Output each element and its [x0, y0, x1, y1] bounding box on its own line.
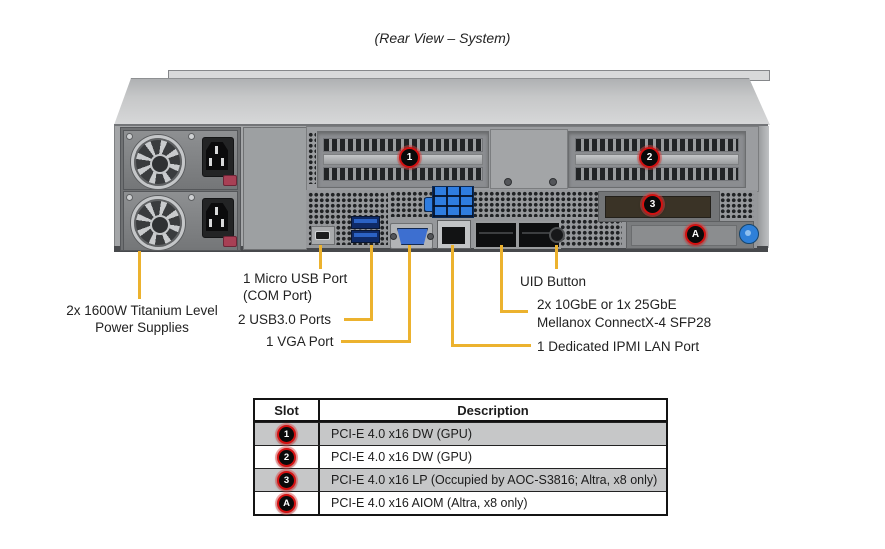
slot2-badge: 2: [277, 447, 296, 467]
screw: [549, 178, 557, 186]
psu-label: 2x 1600W Titanium Level Power Supplies: [52, 302, 232, 336]
slot-vent: [575, 167, 739, 181]
ac-pin: [215, 146, 218, 154]
ac-pin: [209, 219, 212, 227]
usb3-callout-line-h: [344, 318, 373, 321]
callout-slot1: 1: [399, 147, 420, 168]
slot1-badge: 1: [277, 424, 296, 444]
uid-callout-line: [555, 245, 558, 269]
vent-patch: [720, 192, 754, 218]
micro-usb-callout-line: [319, 245, 322, 269]
usb3-port-1: [351, 216, 380, 229]
ac-inlet-icon: [202, 198, 234, 238]
screw: [427, 233, 434, 240]
psu-callout-line: [138, 251, 141, 299]
psu-label-line2: Power Supplies: [95, 320, 189, 335]
usb3-label: 2 USB3.0 Ports: [238, 312, 332, 327]
uid-button: [549, 227, 565, 243]
screw: [188, 133, 195, 140]
psu-fan-hub: [150, 154, 170, 174]
power-supply-1: [123, 130, 238, 190]
vent-patch: [560, 219, 622, 246]
sfp28-port-1: [474, 221, 518, 249]
vga-connector: [397, 228, 428, 245]
screw: [126, 133, 133, 140]
sfp-callout-line-h: [500, 310, 528, 313]
page-title: (Rear View – System): [374, 30, 511, 46]
blue-heatsink-icon: [432, 186, 474, 218]
vga-label: 1 VGA Port: [266, 334, 334, 349]
psu-fan-icon: [131, 196, 185, 250]
psu-release-latch: [223, 236, 237, 247]
vga-callout-line-h: [341, 340, 411, 343]
sfp-label-line2: Mellanox ConnectX-4 SFP28: [537, 315, 712, 330]
slotA-badge: A: [277, 493, 296, 513]
callout-slotA: A: [685, 224, 706, 245]
slot1-description: PCI-E 4.0 x16 DW (GPU): [331, 427, 472, 441]
usb3-port-2: [351, 230, 380, 243]
ipmi-lan-port: [437, 220, 471, 249]
psu-fan-icon: [131, 135, 185, 189]
vga-port: [390, 223, 434, 249]
slotA-description: PCI-E 4.0 x16 AIOM (Altra, x8 only): [331, 496, 528, 510]
psu-bay: [120, 127, 241, 251]
sfp-callout-line-v: [500, 245, 503, 313]
micro-usb-label-line2: (COM Port): [243, 288, 312, 303]
vent-strip: [308, 132, 316, 184]
usb3-callout-line-v: [370, 245, 373, 321]
chassis-bottom-edge: [114, 246, 768, 252]
micro-usb-label-line1: 1 Micro USB Port: [243, 271, 348, 286]
slot3-description: PCI-E 4.0 x16 LP (Occupied by AOC-S3816;…: [331, 473, 658, 487]
ac-inlet-icon: [202, 137, 234, 177]
screw: [390, 233, 397, 240]
psu-label-line1: 2x 1600W Titanium Level: [66, 303, 218, 318]
rj45-opening: [442, 227, 465, 244]
ipmi-callout-line-v: [451, 245, 454, 347]
slot3-badge: 3: [277, 470, 296, 490]
vga-callout-line-v: [408, 245, 411, 343]
thumbscrew-icon: [739, 224, 759, 244]
uid-label: UID Button: [520, 274, 587, 289]
screw: [188, 194, 195, 201]
ipmi-callout-line-h: [451, 344, 531, 347]
screw: [504, 178, 512, 186]
table-row: 3 PCI-E 4.0 x16 LP (Occupied by AOC-S381…: [255, 468, 666, 491]
chassis-vent-grid: [243, 127, 307, 250]
slot2-description: PCI-E 4.0 x16 DW (GPU): [331, 450, 472, 464]
ac-pin: [221, 219, 224, 227]
micro-usb-opening: [315, 231, 330, 240]
micro-usb-label: 1 Micro USB Port (COM Port): [243, 270, 347, 304]
sfp-label-line1: 2x 10GbE or 1x 25GbE: [537, 297, 677, 312]
header-description: Description: [457, 402, 529, 418]
psu-fan-hub: [150, 215, 170, 235]
ac-pin: [215, 207, 218, 215]
psu-release-latch: [223, 175, 237, 186]
callout-slot2: 2: [639, 147, 660, 168]
power-supply-2: [123, 191, 238, 251]
ac-pin: [221, 158, 224, 166]
ac-pin: [209, 158, 212, 166]
table-row: A PCI-E 4.0 x16 AIOM (Altra, x8 only): [255, 491, 666, 514]
sfp-label: 2x 10GbE or 1x 25GbE Mellanox ConnectX-4…: [537, 296, 711, 332]
ipmi-label: 1 Dedicated IPMI LAN Port: [537, 339, 700, 354]
slot-vent: [323, 167, 483, 181]
callout-slot3: 3: [642, 194, 663, 215]
center-vent-grid: [490, 129, 568, 189]
table-row: 1 PCI-E 4.0 x16 DW (GPU): [255, 422, 666, 445]
table-row: 2 PCI-E 4.0 x16 DW (GPU): [255, 445, 666, 468]
screw: [126, 194, 133, 201]
chassis-top-lid: [114, 78, 770, 125]
header-slot: Slot: [255, 400, 320, 420]
table-header-row: Slot Description: [255, 400, 666, 422]
aiom-vent-plate: [631, 225, 737, 246]
slot-description-table: Slot Description 1 PCI-E 4.0 x16 DW (GPU…: [253, 398, 668, 516]
